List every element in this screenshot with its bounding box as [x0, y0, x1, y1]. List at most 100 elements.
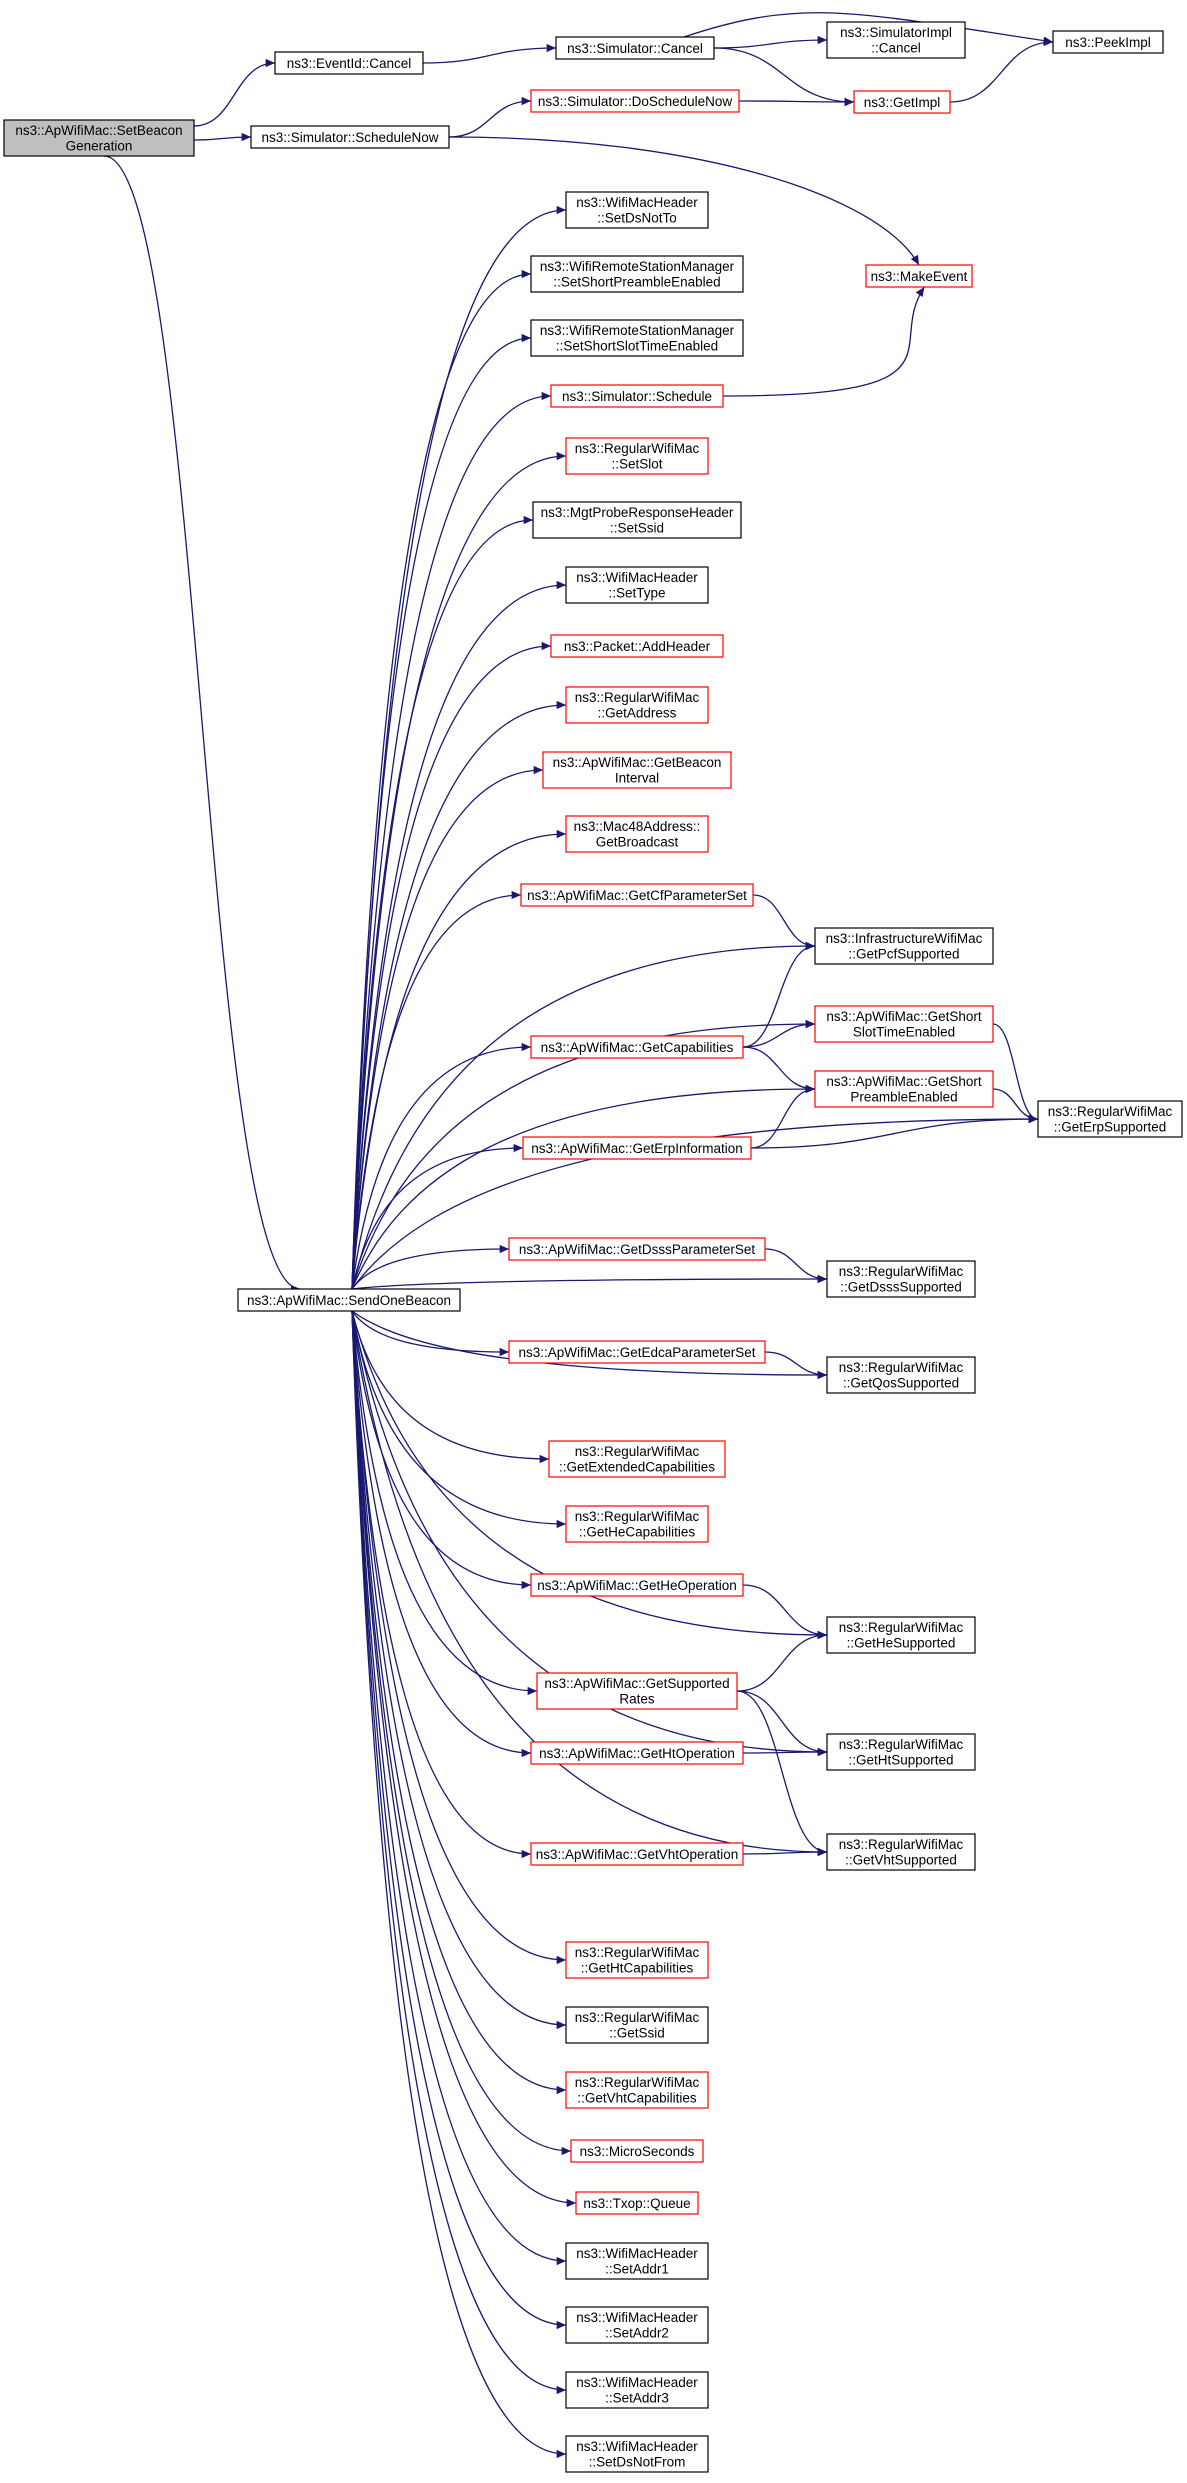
node-gethecapabilities[interactable]: ns3::RegularWifiMac::GetHeCapabilities	[565, 1505, 709, 1543]
node-label: ns3::SimulatorImpl	[840, 25, 952, 40]
node-label: ::GetQosSupported	[843, 1376, 959, 1391]
node-getqossupported[interactable]: ns3::RegularWifiMac::GetQosSupported	[826, 1356, 976, 1394]
node-label: ns3::ApWifiMac::GetHeOperation	[537, 1578, 737, 1593]
node-label: ns3::ApWifiMac::GetCapabilities	[541, 1040, 734, 1055]
node-txop_queue[interactable]: ns3::Txop::Queue	[575, 2191, 699, 2215]
edge-getsupportedrates-gethesupported	[736, 1630, 828, 1692]
node-peekimpl[interactable]: ns3::PeekImpl	[1052, 30, 1164, 54]
node-label: ns3::Packet::AddHeader	[564, 639, 711, 654]
node-label: ::GetErpSupported	[1054, 1120, 1167, 1135]
node-box	[826, 1616, 976, 1654]
node-sendonebeacon[interactable]: ns3::ApWifiMac::SendOneBeacon	[237, 1288, 461, 1312]
node-label: ::GetHeCapabilities	[579, 1525, 696, 1540]
node-box	[565, 437, 709, 475]
node-sim_cancel[interactable]: ns3::Simulator::Cancel	[555, 36, 715, 60]
node-eventid_cancel[interactable]: ns3::EventId::Cancel	[274, 51, 424, 75]
node-setaddr3[interactable]: ns3::WifiMacHeader::SetAddr3	[565, 2371, 709, 2409]
node-getvhtcapabilities[interactable]: ns3::RegularWifiMac::GetVhtCapabilities	[565, 2071, 709, 2109]
node-box	[530, 89, 740, 113]
node-box	[508, 1340, 766, 1364]
node-gethtoperation[interactable]: ns3::ApWifiMac::GetHtOperation	[530, 1741, 744, 1765]
node-label: ns3::RegularWifiMac	[575, 690, 700, 705]
edge-eventid_cancel-sim_cancel	[422, 43, 557, 64]
node-makeevent[interactable]: ns3::MakeEvent	[865, 264, 973, 288]
node-box	[565, 2071, 709, 2109]
node-settype[interactable]: ns3::WifiMacHeader::SetType	[565, 566, 709, 604]
node-box	[1037, 1100, 1183, 1138]
node-setshortslot[interactable]: ns3::WifiRemoteStationManager::SetShortS…	[530, 319, 744, 357]
edge-sendonebeacon-gethtsupported	[351, 1310, 828, 1757]
node-gethtsupported[interactable]: ns3::RegularWifiMac::GetHtSupported	[826, 1733, 976, 1771]
node-getcfparameterset[interactable]: ns3::ApWifiMac::GetCfParameterSet	[520, 883, 754, 907]
node-label: ::SetSsid	[610, 521, 664, 536]
node-simimpl_cancel[interactable]: ns3::SimulatorImpl::Cancel	[826, 21, 966, 59]
node-box	[548, 1440, 726, 1478]
node-box	[508, 1237, 766, 1261]
node-getssid[interactable]: ns3::RegularWifiMac::GetSsid	[565, 2006, 709, 2044]
node-box	[274, 51, 424, 75]
edge-sendonebeacon-getshortpreamble	[351, 1084, 816, 1290]
node-box	[530, 1573, 744, 1597]
node-label: ns3::RegularWifiMac	[575, 1444, 700, 1459]
node-setshortpreamble[interactable]: ns3::WifiRemoteStationManager::SetShortP…	[530, 255, 744, 293]
node-getpcfsupported[interactable]: ns3::InfrastructureWifiMac::GetPcfSuppor…	[814, 927, 994, 965]
node-gethtcapabilities[interactable]: ns3::RegularWifiMac::GetHtCapabilities	[565, 1941, 709, 1979]
node-label: ns3::RegularWifiMac	[839, 1837, 964, 1852]
node-setssid[interactable]: ns3::MgtProbeResponseHeader::SetSsid	[532, 501, 742, 539]
node-label: ::SetDsNotFrom	[589, 2455, 686, 2470]
node-label: ::GetPcfSupported	[848, 947, 959, 962]
node-getbroadcast[interactable]: ns3::Mac48Address::GetBroadcast	[565, 815, 709, 853]
node-label: ns3::ApWifiMac::GetSupported	[544, 1676, 729, 1691]
node-setslot[interactable]: ns3::RegularWifiMac::SetSlot	[565, 437, 709, 475]
node-label: GetBroadcast	[596, 835, 679, 850]
edge-geterpinformation-getshortpreamble	[750, 1084, 816, 1149]
node-box	[237, 1288, 461, 1312]
node-getimpl[interactable]: ns3::GetImpl	[853, 90, 951, 114]
edge-geterpinformation-geterpsupported	[750, 1114, 1039, 1149]
node-getdsssparameterset[interactable]: ns3::ApWifiMac::GetDsssParameterSet	[508, 1237, 766, 1261]
node-label: ns3::RegularWifiMac	[575, 2010, 700, 2025]
node-label: Interval	[615, 771, 659, 786]
node-getextendedcapabilities[interactable]: ns3::RegularWifiMac::GetExtendedCapabili…	[548, 1440, 726, 1478]
node-sim_schedule[interactable]: ns3::Simulator::Schedule	[550, 384, 724, 408]
node-label: ns3::MgtProbeResponseHeader	[541, 505, 734, 520]
node-sim_schedulenow[interactable]: ns3::Simulator::ScheduleNow	[250, 125, 450, 149]
node-label: ns3::ApWifiMac::GetShort	[826, 1074, 982, 1089]
edge-sim_cancel-simimpl_cancel	[713, 35, 828, 49]
node-getedcaparameterset[interactable]: ns3::ApWifiMac::GetEdcaParameterSet	[508, 1340, 766, 1364]
node-getheoperation[interactable]: ns3::ApWifiMac::GetHeOperation	[530, 1573, 744, 1597]
node-label: ns3::RegularWifiMac	[1048, 1104, 1173, 1119]
node-addheader[interactable]: ns3::Packet::AddHeader	[550, 634, 724, 658]
node-microseconds[interactable]: ns3::MicroSeconds	[570, 2139, 704, 2163]
node-getvhtsupported[interactable]: ns3::RegularWifiMac::GetVhtSupported	[826, 1833, 976, 1871]
edge-getcapabilities-getshortslottime	[742, 1019, 816, 1048]
edge-sim_cancel-peekimpl	[683, 12, 1054, 45]
edge-getshortpreamble-geterpsupported	[992, 1088, 1039, 1124]
node-label: ns3::ApWifiMac::GetShort	[826, 1009, 982, 1024]
node-getcapabilities[interactable]: ns3::ApWifiMac::GetCapabilities	[530, 1035, 744, 1059]
node-geterpinformation[interactable]: ns3::ApWifiMac::GetErpInformation	[522, 1136, 752, 1160]
node-getvhtoperation[interactable]: ns3::ApWifiMac::GetVhtOperation	[530, 1842, 744, 1866]
edge-sendonebeacon-settype	[351, 580, 567, 1290]
node-box	[550, 384, 724, 408]
node-label: ns3::RegularWifiMac	[575, 2075, 700, 2090]
edge-doschedulenow-getimpl	[738, 97, 855, 107]
edge-getdsssparameterset-getdssssupported	[764, 1248, 828, 1284]
node-getdssssupported[interactable]: ns3::RegularWifiMac::GetDsssSupported	[826, 1260, 976, 1298]
node-getaddress[interactable]: ns3::RegularWifiMac::GetAddress	[565, 686, 709, 724]
node-geterpsupported[interactable]: ns3::RegularWifiMac::GetErpSupported	[1037, 1100, 1183, 1138]
node-setdsnotfrom[interactable]: ns3::WifiMacHeader::SetDsNotFrom	[565, 2435, 709, 2473]
node-setaddr1[interactable]: ns3::WifiMacHeader::SetAddr1	[565, 2242, 709, 2280]
node-doschedulenow[interactable]: ns3::Simulator::DoScheduleNow	[530, 89, 740, 113]
node-gethesupported[interactable]: ns3::RegularWifiMac::GetHeSupported	[826, 1616, 976, 1654]
node-label: ns3::InfrastructureWifiMac	[826, 931, 983, 946]
node-label: ::GetDsssSupported	[840, 1280, 962, 1295]
node-setdsnotto[interactable]: ns3::WifiMacHeader::SetDsNotTo	[565, 191, 709, 229]
node-setaddr2[interactable]: ns3::WifiMacHeader::SetAddr2	[565, 2306, 709, 2344]
edge-sendonebeacon-addheader	[351, 641, 552, 1290]
